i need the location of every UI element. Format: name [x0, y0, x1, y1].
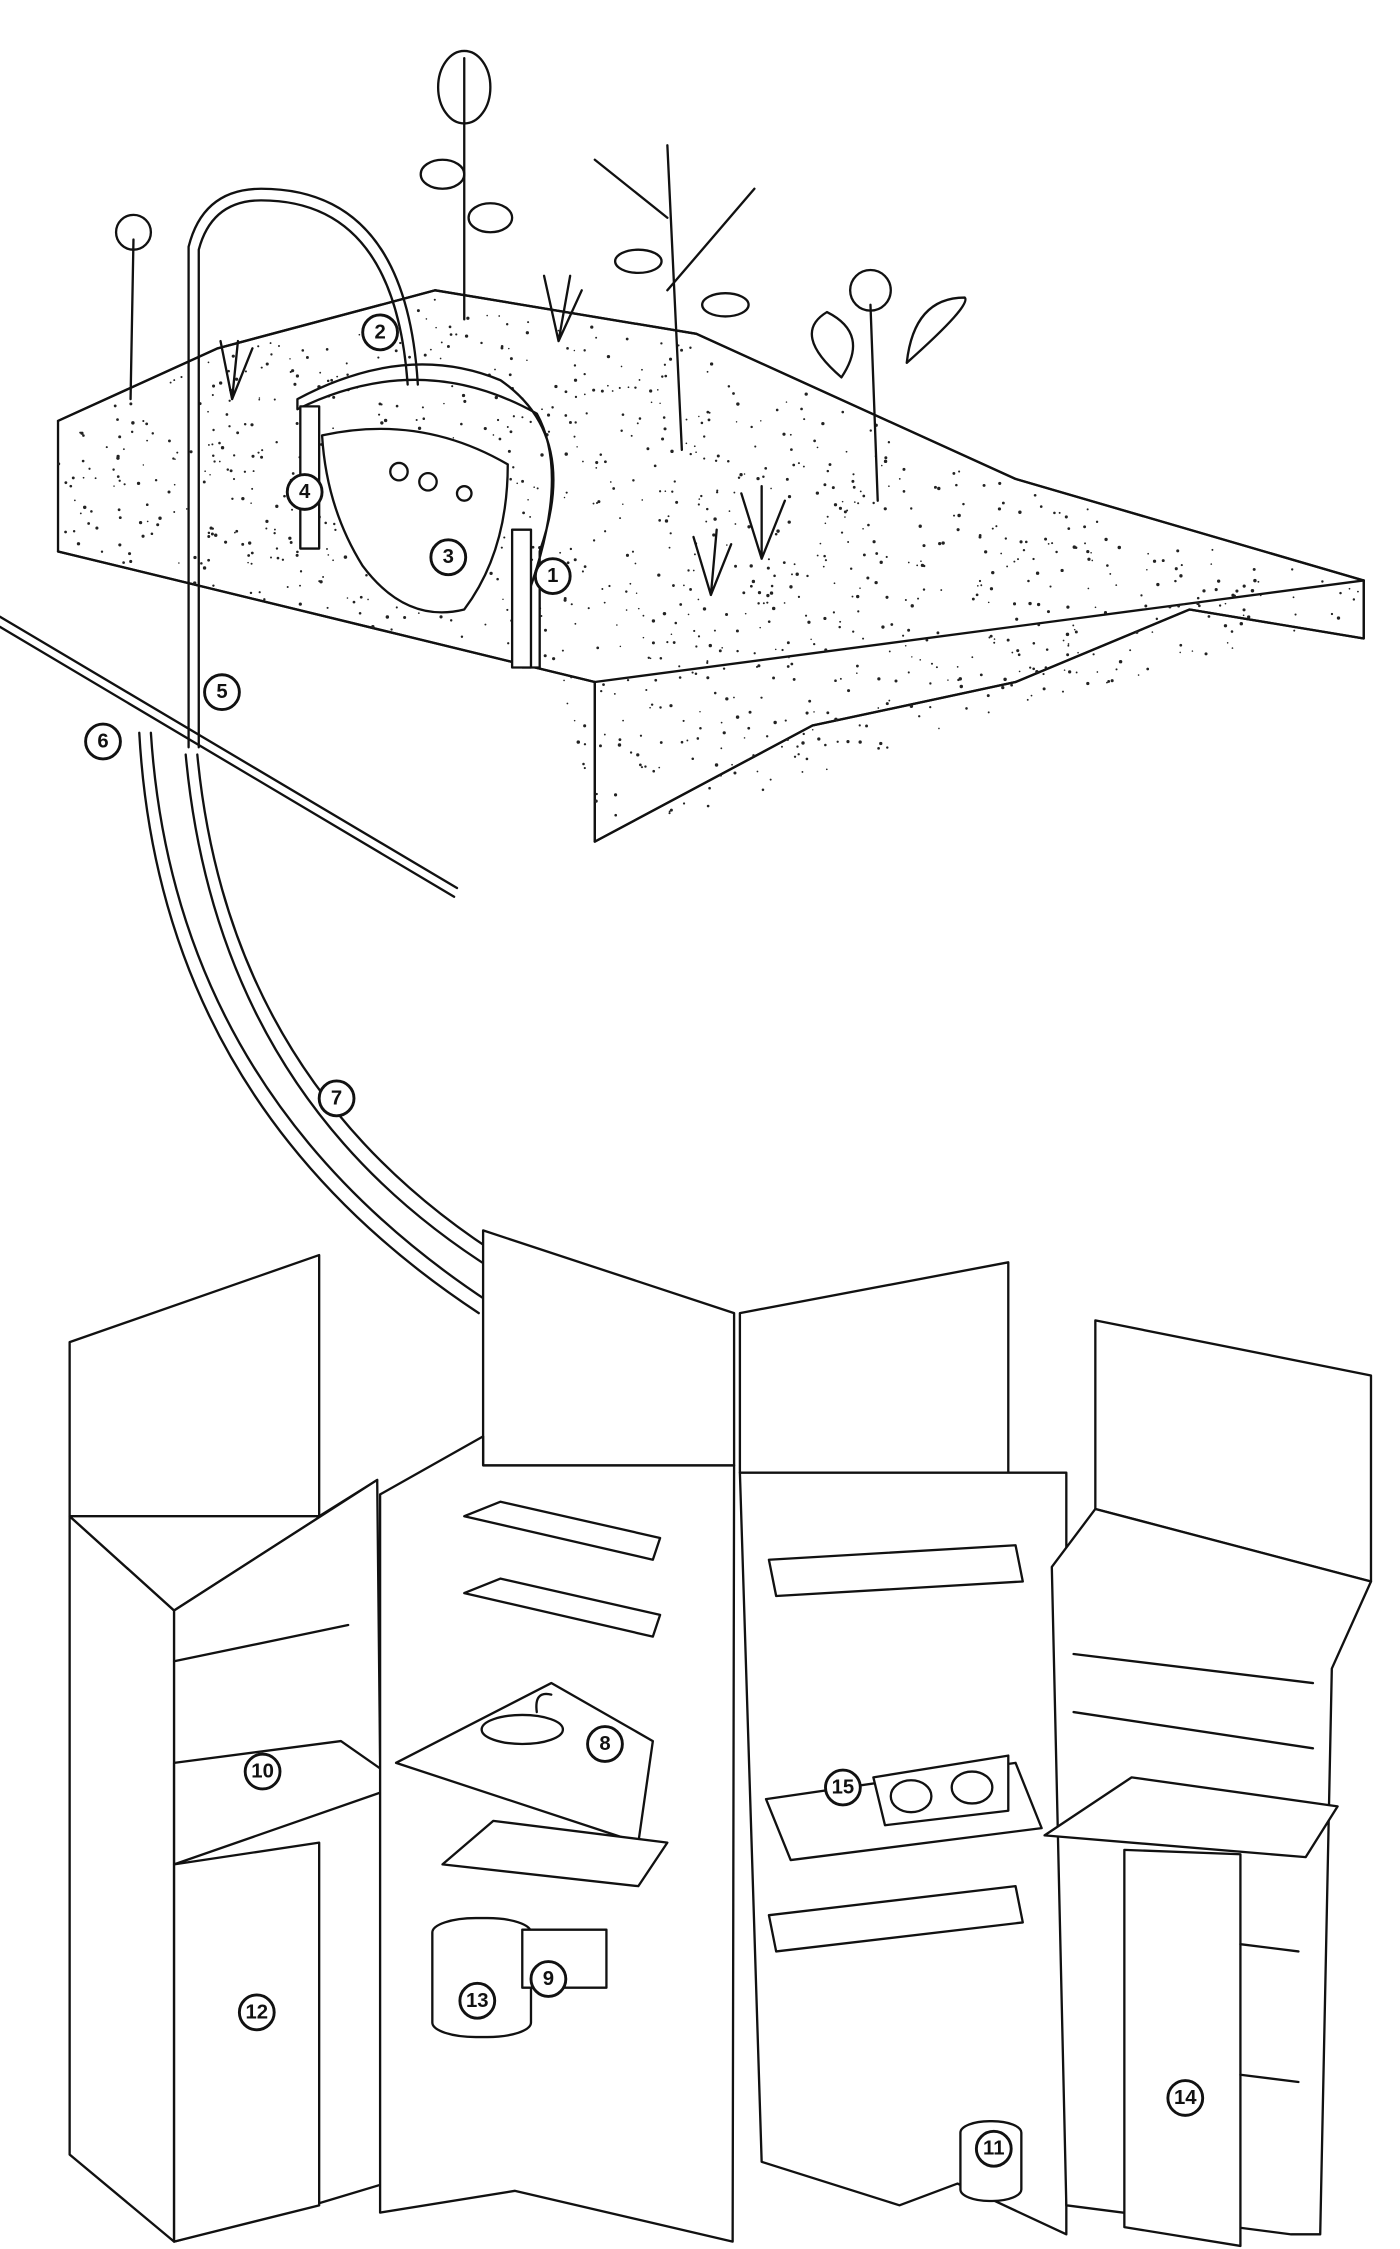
svg-text:4: 4 — [299, 481, 311, 503]
cabinet-2 — [378, 1229, 736, 2243]
svg-text:12: 12 — [245, 2001, 268, 2023]
svg-text:2: 2 — [374, 321, 385, 343]
cabinet-1 — [68, 1253, 405, 2243]
callout-labels: 1 2 3 4 5 6 7 8 9 10 11 12 13 14 15 — [84, 313, 1205, 2168]
callout-12: 12 — [237, 1993, 276, 2032]
svg-text:10: 10 — [251, 1761, 274, 1783]
callout-1: 1 — [533, 557, 572, 595]
svg-text:13: 13 — [466, 1990, 489, 2012]
svg-text:6: 6 — [97, 730, 108, 752]
callout-15: 15 — [824, 1768, 862, 1807]
callout-6: 6 — [84, 722, 122, 761]
cabinet-3 — [738, 1261, 1068, 2236]
svg-text:15: 15 — [832, 1777, 855, 1799]
callout-14: 14 — [1166, 2079, 1205, 2117]
callout-10: 10 — [243, 1752, 282, 1791]
callout-4: 4 — [285, 473, 324, 511]
callout-8: 8 — [586, 1725, 624, 1763]
soil-block — [56, 289, 1365, 843]
callout-9: 9 — [529, 1960, 568, 1998]
callout-11: 11 — [974, 2129, 1013, 2168]
callout-7: 7 — [317, 1079, 356, 1118]
svg-text:14: 14 — [1174, 2087, 1197, 2109]
cabinet-4 — [1043, 1319, 1373, 2248]
svg-text:7: 7 — [331, 1087, 342, 1109]
callout-13: 13 — [458, 1981, 497, 2020]
pipes — [0, 187, 517, 1315]
svg-text:8: 8 — [599, 1733, 610, 1755]
callout-2: 2 — [361, 313, 399, 352]
callout-5: 5 — [203, 673, 241, 712]
svg-text:5: 5 — [216, 681, 227, 703]
svg-text:11: 11 — [983, 2138, 1004, 2160]
svg-text:9: 9 — [543, 1968, 554, 1990]
svg-text:1: 1 — [547, 565, 558, 587]
callout-3: 3 — [429, 538, 468, 577]
plants — [114, 49, 967, 597]
svg-text:3: 3 — [443, 546, 454, 568]
